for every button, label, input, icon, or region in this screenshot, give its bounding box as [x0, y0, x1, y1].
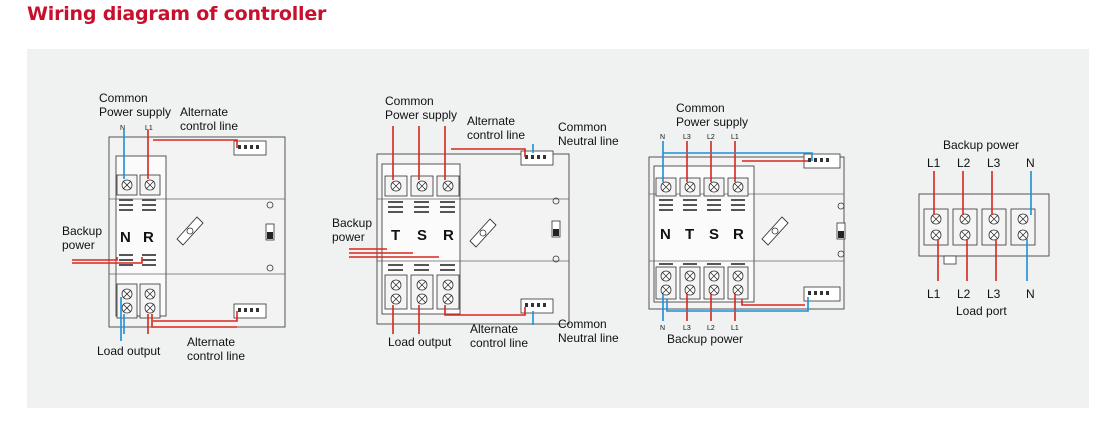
label-neutral-line: Neutral line [558, 134, 619, 148]
terminal-label-bottom-l2: L2 [957, 287, 971, 301]
label-common: Common [676, 101, 725, 115]
pole-label-s: S [709, 226, 719, 243]
wiring-diagram: N R Common Power su [62, 91, 1050, 363]
terminal-label-top-l3: L3 [987, 156, 1001, 170]
label-alternate: Alternate [180, 105, 228, 119]
terminal-label-bottom-n: N [1026, 287, 1035, 301]
label-alternate: Alternate [467, 114, 515, 128]
switch-handle-icon [761, 216, 789, 246]
switch-handle-icon [176, 216, 204, 246]
terminal-label-bottom-l3: L3 [987, 287, 1001, 301]
pole-label-n: N [120, 229, 131, 246]
label-power: power [62, 238, 95, 252]
terminal-label-n: N [120, 125, 125, 132]
label-power-supply: Power supply [676, 115, 748, 129]
pole-label-r: R [733, 226, 744, 243]
controller-2p: N R Common Power su [62, 91, 286, 363]
terminal-label-top-l2: L2 [957, 156, 971, 170]
controller-4p: N T S R [648, 101, 846, 346]
diagram-panel: N R Common Power su [27, 49, 1089, 408]
label-common-neutral: Common [558, 120, 607, 134]
terminal-label-top-l1: L1 [731, 134, 739, 141]
pole-label-r: R [143, 229, 154, 246]
terminal-label-l1: L1 [145, 125, 153, 132]
label-load-port: Load port [956, 304, 1007, 318]
label-alternate-bottom: Alternate [187, 335, 235, 349]
terminal-label-bottom-l1: L1 [731, 325, 739, 332]
terminal-label-bottom-n: N [660, 325, 665, 332]
pole-label-n: N [660, 226, 671, 243]
label-control-line-bottom: control line [470, 336, 528, 350]
controller-3p: T S R [332, 94, 619, 350]
terminal-label-bottom-l2: L2 [707, 325, 715, 332]
switch-handle-icon [469, 218, 497, 248]
pole-label-t: T [685, 226, 694, 243]
terminal-label-bottom-l1: L1 [927, 287, 941, 301]
terminal-label-top-l1: L1 [927, 156, 941, 170]
label-alternate-bottom: Alternate [470, 322, 518, 336]
label-backup: Backup [332, 216, 372, 230]
label-common: Common [385, 94, 434, 108]
label-control-line: control line [467, 128, 525, 142]
label-load-output: Load output [388, 335, 452, 349]
terminal-label-top-n: N [660, 134, 665, 141]
label-backup-power: Backup power [667, 332, 743, 346]
label-power-supply: Power supply [99, 105, 171, 119]
label-common: Common [99, 91, 148, 105]
label-control-line: control line [180, 119, 238, 133]
label-common-neutral-bottom: Common [558, 317, 607, 331]
terminal-label-top-l3: L3 [683, 134, 691, 141]
pole-label-s: S [417, 227, 427, 244]
label-control-line-bottom: control line [187, 349, 245, 363]
pole-label-t: T [391, 227, 400, 244]
label-power: power [332, 230, 365, 244]
terminal-label-top-l2: L2 [707, 134, 715, 141]
label-neutral-line-bottom: Neutral line [558, 331, 619, 345]
load-port-block: Backup power L1 L2 L3 N L1 L2 L3 N Load … [918, 138, 1050, 318]
terminal-label-top-n: N [1026, 156, 1035, 170]
pole-label-r: R [443, 227, 454, 244]
label-power-supply: Power supply [385, 108, 457, 122]
terminal-label-bottom-l3: L3 [683, 325, 691, 332]
page-title: Wiring diagram of controller [27, 3, 327, 25]
label-load-output: Load output [97, 344, 161, 358]
label-backup-power: Backup power [943, 138, 1019, 152]
label-backup: Backup [62, 224, 102, 238]
